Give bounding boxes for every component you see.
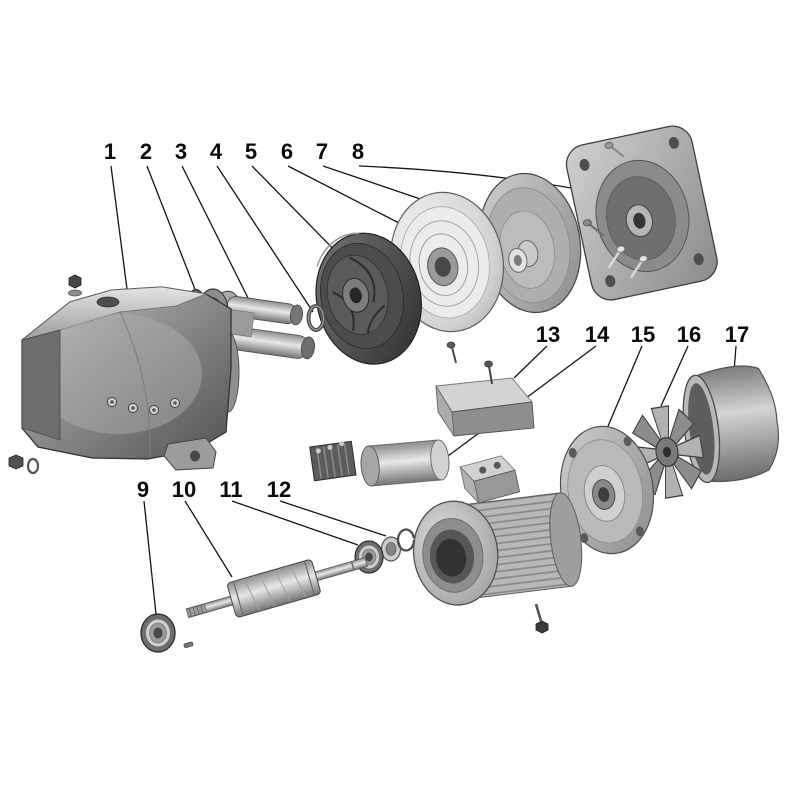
callout-6: 6 <box>281 139 293 164</box>
capacitor <box>360 439 450 487</box>
flange-screw-1 <box>607 245 626 269</box>
callout-7: 7 <box>316 139 328 164</box>
callout-16: 16 <box>677 322 701 347</box>
callout-11: 11 <box>219 477 242 502</box>
leader-16 <box>660 345 689 407</box>
rotor-shaft <box>185 557 368 619</box>
callout-15: 15 <box>631 322 655 347</box>
flange-screw-top <box>604 141 625 158</box>
diffuser-screw <box>446 341 457 364</box>
callout-4: 4 <box>210 139 223 164</box>
motor-mount-screw <box>534 603 549 634</box>
leader-12 <box>279 500 387 537</box>
impeller <box>315 232 422 365</box>
flange-screw-2 <box>629 255 648 279</box>
shaft-washer <box>380 528 416 562</box>
cooling-fan <box>630 405 704 499</box>
rear-seal-plate <box>478 172 605 314</box>
terminal-box-screw <box>484 360 493 385</box>
mounting-bracket <box>163 437 217 471</box>
pump-housing <box>21 286 240 471</box>
leader-9 <box>143 500 157 615</box>
callout-12: 12 <box>267 477 291 502</box>
leader-11 <box>231 500 359 546</box>
leader-lines <box>110 165 737 615</box>
priming-plug-bolt <box>68 274 82 297</box>
callout-5: 5 <box>245 139 257 164</box>
shaft-key <box>183 641 194 649</box>
o-ring-small <box>306 304 326 332</box>
callout-3: 3 <box>175 139 187 164</box>
leader-4 <box>216 165 314 313</box>
leader-3 <box>181 165 253 307</box>
motor-flange <box>565 125 718 301</box>
terminal-box-base <box>435 360 535 437</box>
leader-10 <box>184 500 233 578</box>
callout-9: 9 <box>137 477 149 502</box>
leader-2 <box>146 165 199 298</box>
callout-labels: 1 2 3 4 5 6 7 8 9 10 11 12 13 14 15 16 1… <box>104 139 749 502</box>
housing-bolts <box>107 397 180 415</box>
seal-plate-screw <box>582 219 605 237</box>
motor-stator <box>412 455 583 606</box>
terminal-block <box>309 440 357 482</box>
front-bearing <box>140 613 176 653</box>
callout-17: 17 <box>725 322 749 347</box>
drain-plug-bolt <box>8 454 40 475</box>
callout-2: 2 <box>140 139 152 164</box>
motor-terminal-pedestal <box>459 455 521 505</box>
leader-13 <box>513 345 548 379</box>
leader-1 <box>110 165 128 290</box>
callout-8: 8 <box>352 139 364 164</box>
callout-14: 14 <box>585 322 610 347</box>
leader-15 <box>602 345 643 439</box>
callout-10: 10 <box>172 477 196 502</box>
callout-1: 1 <box>104 139 116 164</box>
shaft-thread <box>185 603 208 618</box>
bearing-shield <box>559 425 655 555</box>
callout-13: 13 <box>536 322 560 347</box>
